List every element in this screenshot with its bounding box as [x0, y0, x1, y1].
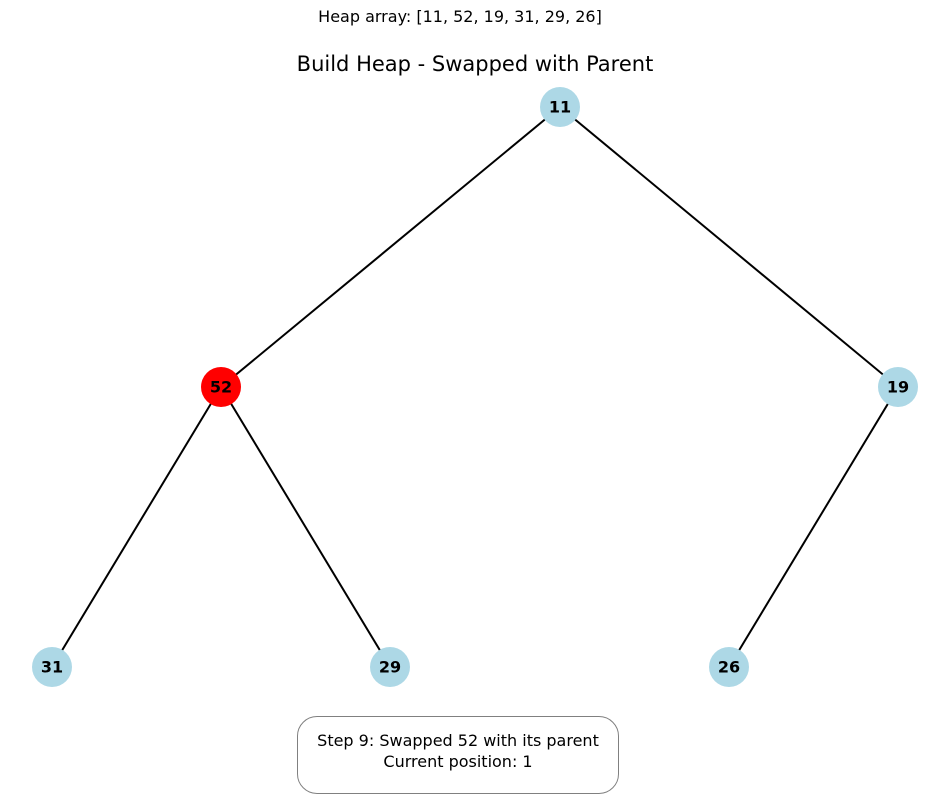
tree-edge [51, 386, 222, 668]
node-label: 31 [41, 658, 63, 677]
node-circle [878, 367, 918, 407]
status-position-text: Current position: 1 [383, 752, 533, 771]
node-label: 29 [379, 658, 401, 677]
status-step-text: Step 9: Swapped 52 with its parent [317, 731, 599, 750]
nodes-layer: 11 52 19 31 29 26 [32, 87, 918, 687]
node-circle [32, 647, 72, 687]
node-circle [370, 647, 410, 687]
tree-edge [220, 106, 561, 388]
tree-edge [728, 386, 899, 668]
node-circle [540, 87, 580, 127]
node-label: 11 [549, 98, 571, 117]
tree-node-31: 31 [32, 647, 72, 687]
tree-edge [220, 386, 391, 668]
edges-layer [51, 106, 899, 668]
tree-node-11: 11 [540, 87, 580, 127]
node-label: 19 [887, 378, 909, 397]
tree-node-29: 29 [370, 647, 410, 687]
tree-node-52: 52 [201, 367, 241, 407]
status-box: Step 9: Swapped 52 with its parent Curre… [297, 716, 619, 794]
node-label: 26 [718, 658, 740, 677]
highlighted-node-circle [201, 367, 241, 407]
node-label: 52 [210, 378, 232, 397]
tree-node-26: 26 [709, 647, 749, 687]
node-circle [709, 647, 749, 687]
diagram-title: Build Heap - Swapped with Parent [296, 52, 654, 76]
tree-edge [559, 106, 899, 388]
heap-array-text: Heap array: [11, 52, 19, 31, 29, 26] [318, 7, 602, 26]
tree-node-19: 19 [878, 367, 918, 407]
